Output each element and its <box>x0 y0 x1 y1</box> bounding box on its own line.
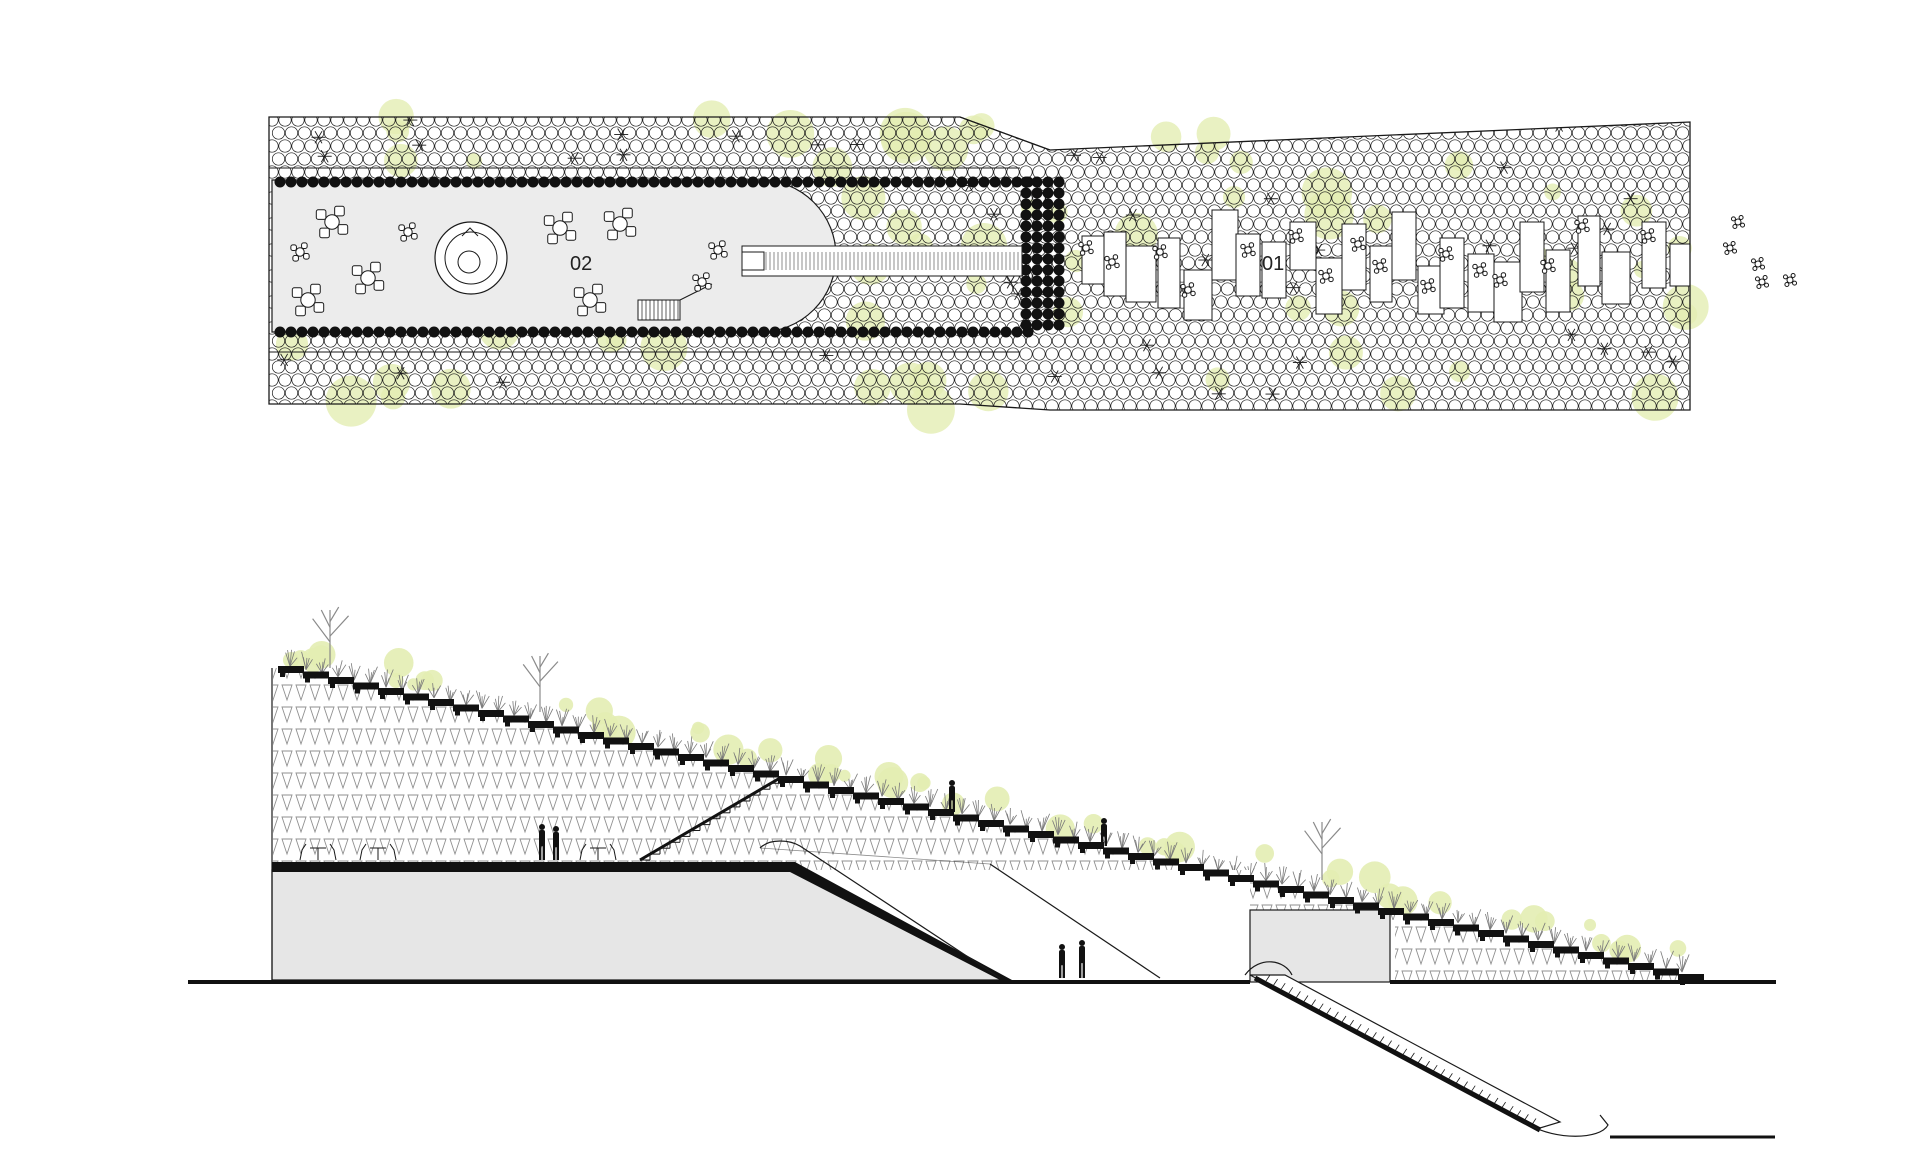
person-silhouette-icon <box>553 826 559 860</box>
bare-tree-icon <box>1304 818 1342 880</box>
person-silhouette-icon <box>1059 944 1065 978</box>
person-silhouette-icon <box>949 780 955 812</box>
section-view <box>188 606 1776 1139</box>
cafe-table-with-chairs-icon <box>1180 282 1196 298</box>
section-cafe-tables <box>299 843 617 861</box>
section-entrance-box <box>1249 909 1391 983</box>
plan-outdoor-seating <box>1722 214 1798 290</box>
plan-label-02: 02 <box>570 253 592 275</box>
person-silhouette-icon <box>539 824 545 860</box>
section-roof-stair-icon <box>639 776 781 862</box>
cafe-table-with-chairs-icon <box>573 283 607 317</box>
cafe-table-with-chairs-icon <box>398 222 418 242</box>
cafe-table-with-chairs-icon <box>543 211 577 245</box>
cafe-table-with-chairs-icon <box>1730 214 1746 230</box>
section-upper-escalator-icon <box>759 840 1161 979</box>
cafe-table-with-chairs-icon <box>299 843 337 861</box>
plan-paving-pattern <box>269 117 1690 410</box>
cafe-table-with-chairs-icon <box>1750 256 1766 272</box>
bare-tree-icon <box>312 606 350 668</box>
section-people <box>539 780 1107 978</box>
plan-label-01: 01 <box>1262 253 1284 275</box>
cafe-table-with-chairs-icon <box>1420 278 1436 294</box>
cafe-table-with-chairs-icon <box>1318 268 1334 284</box>
person-silhouette-icon <box>1079 940 1085 978</box>
bare-tree-icon <box>522 652 559 712</box>
cafe-table-with-chairs-icon <box>1350 236 1366 252</box>
cafe-table-with-chairs-icon <box>290 242 310 262</box>
cafe-table-with-chairs-icon <box>1288 228 1304 244</box>
cafe-table-with-chairs-icon <box>1722 240 1738 256</box>
cafe-table-with-chairs-icon <box>351 261 385 295</box>
cafe-table-with-chairs-icon <box>603 207 637 241</box>
cafe-table-with-chairs-icon <box>1754 274 1770 290</box>
cafe-table-with-chairs-icon <box>1472 262 1488 278</box>
cafe-table-with-chairs-icon <box>291 283 325 317</box>
section-roof-steps <box>278 666 1704 985</box>
plan-seating-groups <box>290 205 728 317</box>
plan-bollard-rows <box>274 176 1065 338</box>
cafe-table-with-chairs-icon <box>692 272 712 292</box>
fountain-icon <box>434 221 508 295</box>
cafe-table-with-chairs-icon <box>1240 242 1256 258</box>
section-lower-escalator-icon <box>1244 961 1775 1139</box>
section-trees <box>312 606 1342 880</box>
cafe-table-with-chairs-icon <box>1104 254 1120 270</box>
cafe-table-with-chairs-icon <box>1438 246 1454 262</box>
cafe-table-with-chairs-icon <box>1078 240 1094 256</box>
cafe-table-with-chairs-icon <box>1540 258 1556 274</box>
cafe-table-with-chairs-icon <box>708 240 728 260</box>
plan-escalator-icon <box>741 245 1023 277</box>
plan-view: 02 01 <box>268 98 1798 434</box>
cafe-table-with-chairs-icon <box>315 205 349 239</box>
cafe-table-with-chairs-icon <box>359 843 397 861</box>
cafe-table-with-chairs-icon <box>1372 258 1388 274</box>
plan-planter-boxes <box>1078 209 1691 323</box>
cafe-table-with-chairs-icon <box>1492 272 1508 288</box>
cafe-table-with-chairs-icon <box>579 843 617 861</box>
cafe-table-with-chairs-icon <box>1574 218 1590 234</box>
cafe-table-with-chairs-icon <box>1782 272 1798 288</box>
cafe-table-with-chairs-icon <box>1640 228 1656 244</box>
person-silhouette-icon <box>1101 818 1107 846</box>
cafe-table-with-chairs-icon <box>1152 244 1168 260</box>
